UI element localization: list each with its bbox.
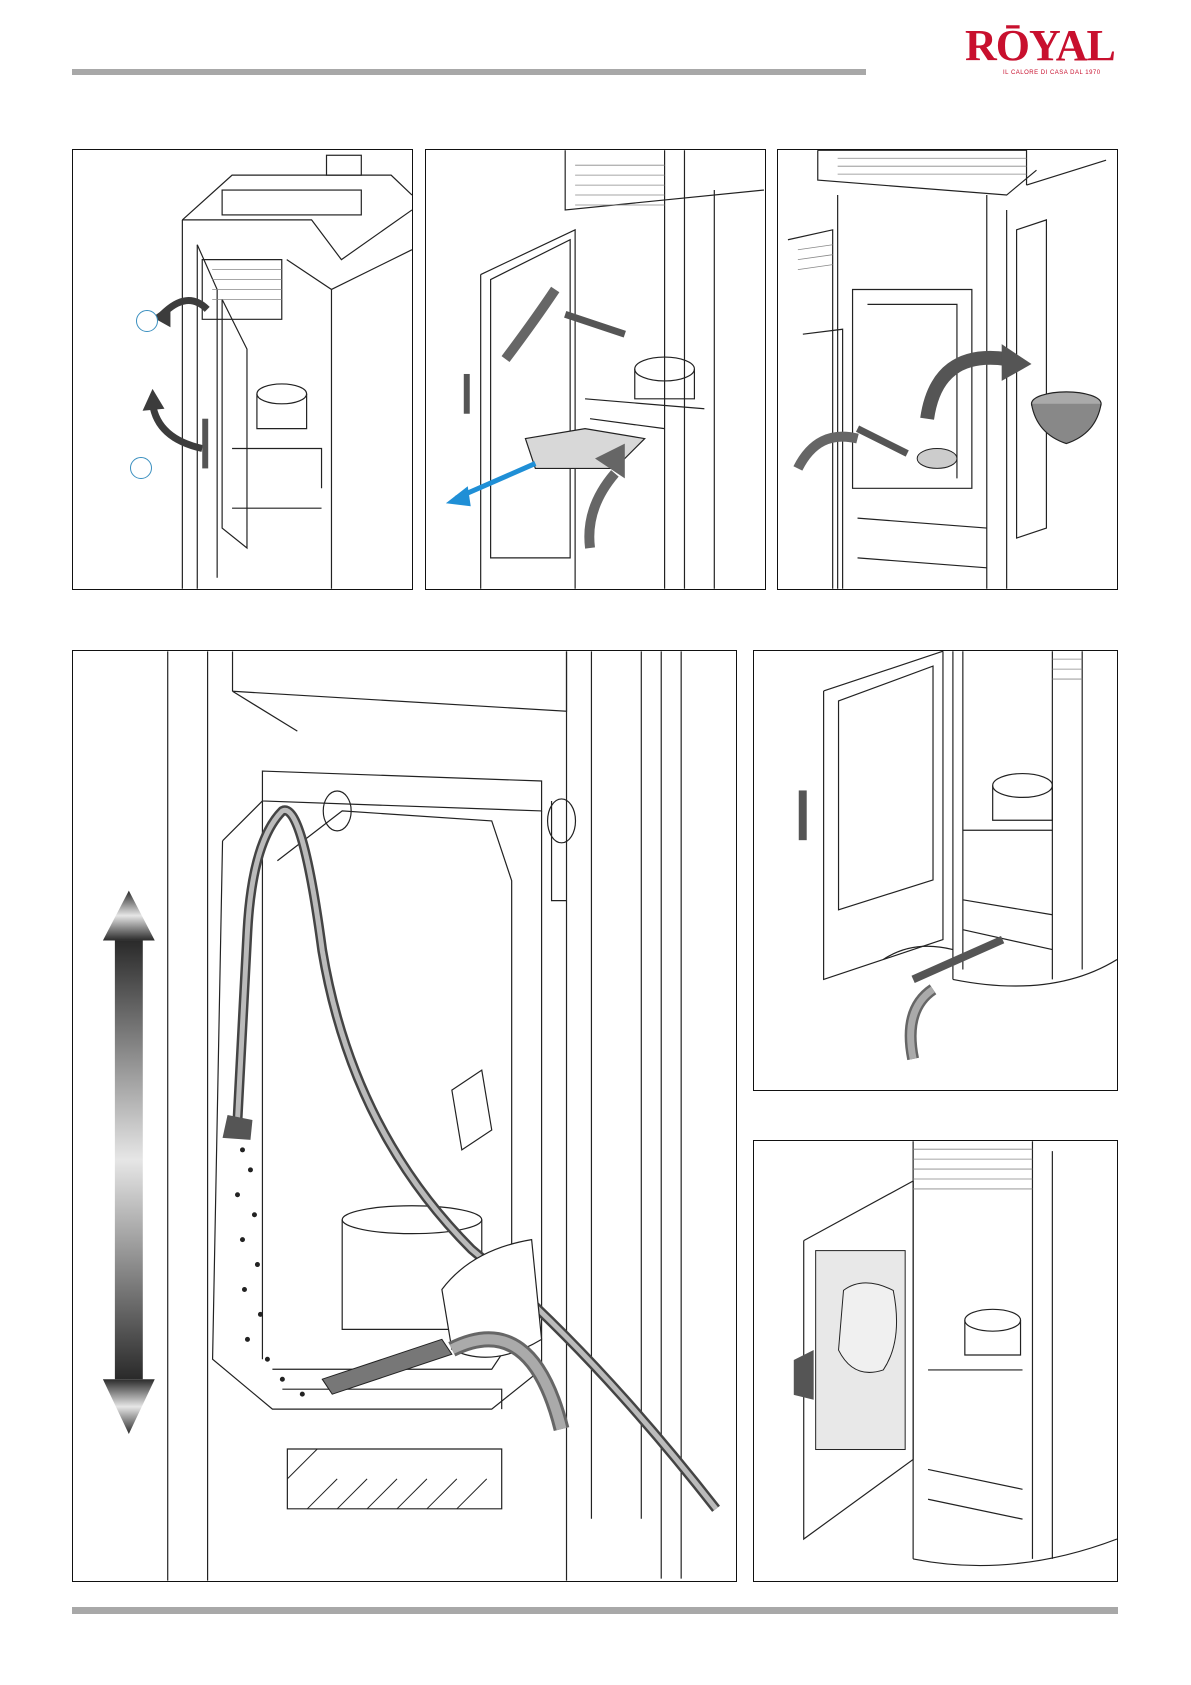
- step-circle-2: [130, 457, 152, 479]
- firebox-base-cleaning-illustration: [754, 651, 1117, 1090]
- up-down-arrow: [103, 891, 155, 1434]
- burn-pot-removal-illustration: [778, 150, 1117, 589]
- vacuum-nozzle: [322, 1339, 452, 1394]
- logo-tagline: IL CALORE DI CASA DAL 1970: [1003, 70, 1101, 76]
- ash-drawer-removal-illustration: [426, 150, 765, 589]
- lift-burn-pot-arrow: [927, 358, 1007, 419]
- step-circle-1: [136, 310, 158, 332]
- vacuum-hose: [238, 810, 717, 1509]
- panel-clean-glass: [753, 1140, 1118, 1582]
- panel-open-door: [72, 149, 413, 590]
- panel-vacuum-firebox-base: [753, 650, 1118, 1091]
- panel-remove-burn-pot: [777, 149, 1118, 590]
- logo-wordmark: RŌYAL: [965, 22, 1115, 70]
- royal-logo: RŌYAL IL CALORE DI CASA DAL 1970: [965, 22, 1090, 80]
- heat-exchanger-cleaning-illustration: [73, 651, 736, 1581]
- open-door-arrow-lower: [153, 404, 203, 449]
- header-rule: [72, 69, 866, 75]
- panel-vacuum-heat-exchanger: [72, 650, 737, 1582]
- glass-cleaning-illustration: [754, 1141, 1117, 1581]
- stove-door-open-illustration: [73, 150, 412, 589]
- panel-remove-ash-drawer: [425, 149, 766, 590]
- soot-particles: [235, 1147, 305, 1396]
- cleaning-cloth: [839, 1283, 897, 1373]
- footer-rule: [72, 1607, 1118, 1614]
